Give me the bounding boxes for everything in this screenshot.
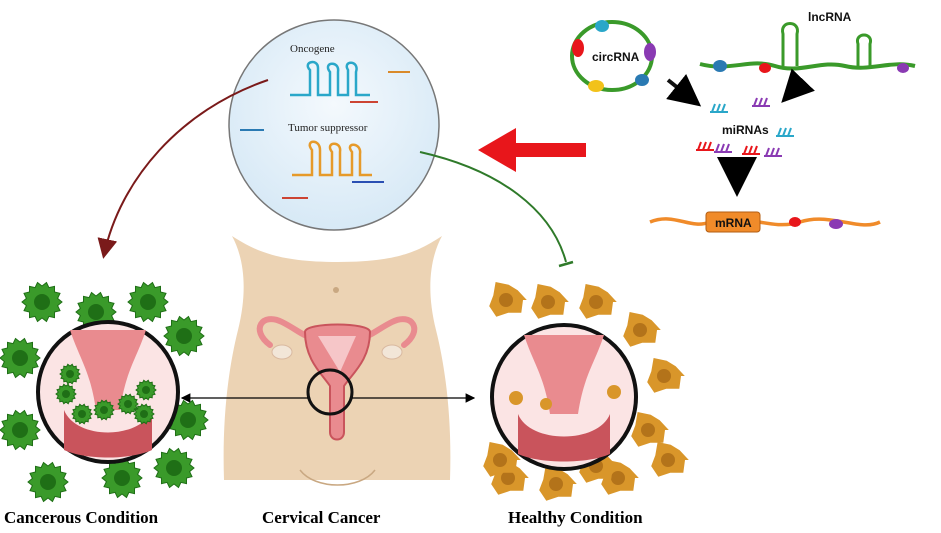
- cancer-cell: [163, 315, 205, 357]
- healthy-cell: [579, 284, 617, 319]
- cancer-cell: [55, 383, 77, 405]
- healthy-cell: [631, 412, 669, 447]
- cervical-cancer-caption: Cervical Cancer: [262, 508, 381, 527]
- mirna-icon: [714, 143, 732, 153]
- cancer-cell: [21, 281, 63, 323]
- lncrna-strand: lncRNA: [699, 10, 916, 73]
- healthy-cell-cluster: [483, 282, 689, 501]
- cancer-cell: [0, 409, 41, 451]
- mirna-icon: [696, 141, 714, 151]
- cancer-cell: [93, 399, 115, 421]
- oncogene-pathway-arrow: [97, 79, 269, 259]
- circrna-ring: circRNA: [570, 20, 656, 92]
- suppressor-pathway-inhibition: [419, 151, 574, 268]
- mrna-strand: mRNA: [649, 211, 881, 233]
- cancer-cell: [127, 281, 169, 323]
- healthy-cell: [489, 282, 527, 317]
- mirna-icon: [710, 103, 728, 113]
- gene-expression-bubble: Oncogene Tumor suppressor: [228, 19, 440, 231]
- cancer-cells-in-lens: [55, 363, 157, 425]
- oncogene-label: Oncogene: [290, 43, 335, 55]
- regulation-red-arrow: [478, 128, 586, 172]
- cancerous-cervix-lens: [36, 320, 180, 464]
- lncrna-label: lncRNA: [808, 10, 852, 24]
- flow-arrows: [666, 68, 815, 197]
- cancer-cell: [27, 461, 69, 503]
- cancer-cell: [59, 363, 81, 385]
- circrna-label: circRNA: [592, 50, 640, 64]
- cancer-cell: [135, 379, 157, 401]
- oncogene-rna: [290, 60, 370, 97]
- cancer-cell: [117, 393, 139, 415]
- cervix-focus-ring: [306, 368, 354, 416]
- healthy-cell: [483, 442, 521, 477]
- mrna-box: [705, 211, 761, 233]
- mirnas-label: miRNAs: [722, 123, 769, 137]
- cancer-cell: [0, 337, 41, 379]
- uterus-illustration: [256, 316, 418, 441]
- healthy-cervix-lens: [490, 323, 638, 471]
- healthy-cell: [539, 466, 577, 501]
- cancer-cell: [167, 399, 209, 441]
- mirna-icon: [764, 147, 782, 157]
- healthy-condition-caption: Healthy Condition: [508, 508, 643, 527]
- cancer-cell: [71, 403, 93, 425]
- mrna-label: mRNA: [715, 216, 752, 230]
- cancer-cell: [133, 403, 155, 425]
- cancer-cell-cluster: [0, 281, 209, 503]
- mirna-icon: [742, 145, 760, 155]
- mirna-cluster: miRNAs: [696, 97, 794, 157]
- healthy-cell: [623, 312, 661, 347]
- tumor-suppressor-label: Tumor suppressor: [288, 122, 368, 134]
- mirna-icon: [776, 127, 794, 137]
- healthy-cell: [651, 442, 689, 477]
- mirna-icon: [752, 97, 770, 107]
- cancer-cell: [101, 457, 143, 499]
- healthy-cell: [531, 284, 569, 319]
- tumor-suppressor-rna: [292, 140, 372, 177]
- cancer-cell: [153, 447, 195, 489]
- healthy-cell: [647, 358, 685, 393]
- cancerous-condition-caption: Cancerous Condition: [4, 508, 159, 527]
